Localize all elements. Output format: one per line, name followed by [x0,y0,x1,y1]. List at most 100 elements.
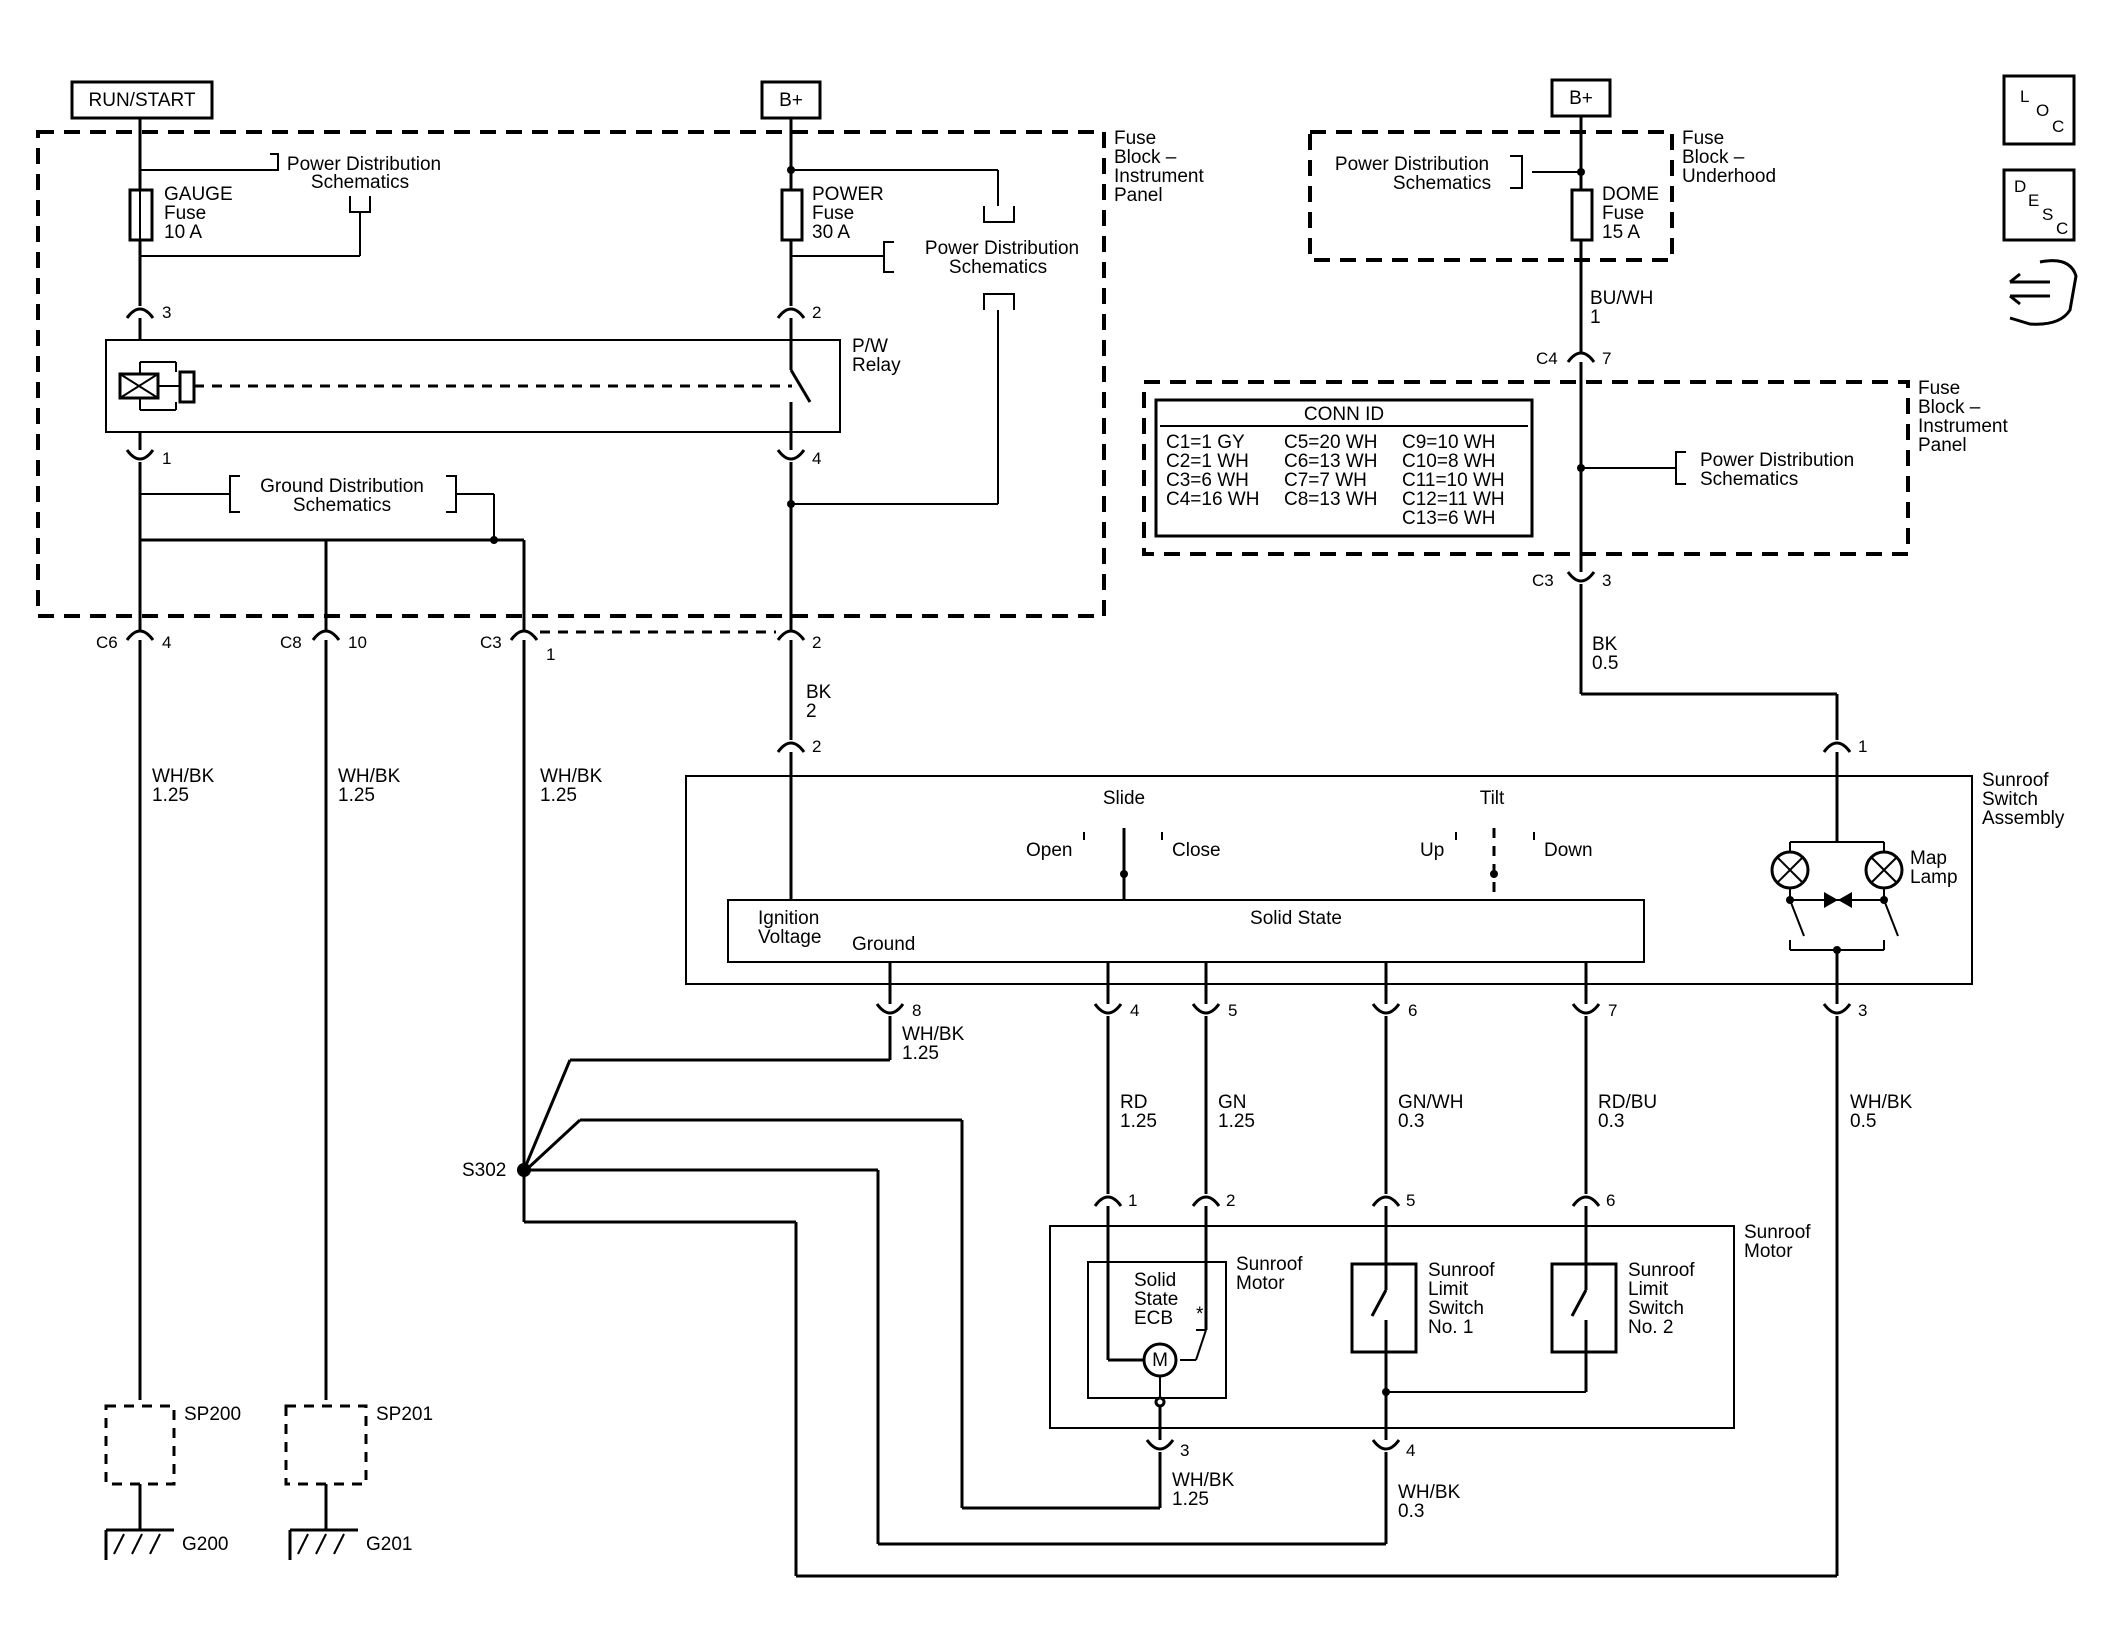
svg-text:C5=20 WH: C5=20 WH [1284,432,1377,453]
map-lamp-right-icon [1864,850,1904,890]
svg-text:C: C [2056,219,2068,238]
svg-text:Switch: Switch [1628,1298,1684,1319]
svg-text:3: 3 [162,303,171,322]
svg-text:15 A: 15 A [1602,222,1640,243]
svg-text:Ignition: Ignition [758,908,819,929]
svg-text:Lamp: Lamp [1910,867,1958,888]
svg-text:2: 2 [1226,1191,1235,1210]
description-icon[interactable]: D E S C [2002,168,2076,242]
svg-text:30 A: 30 A [812,222,850,243]
svg-text:10 A: 10 A [164,222,202,243]
svg-text:1: 1 [1590,307,1601,328]
power-fuse-label: POWER Fuse 30 A [812,184,884,243]
svg-text:Map: Map [1910,848,1947,869]
svg-text:Fuse: Fuse [1918,378,1960,399]
location-icon[interactable]: L O C [2002,74,2076,146]
svg-text:Block –: Block – [1114,147,1177,168]
svg-text:10: 10 [348,633,367,652]
g200-ground-icon: G200 [104,1528,228,1560]
hand-pointer-icon[interactable] [2009,259,2078,326]
svg-text:1.25: 1.25 [540,785,577,806]
svg-text:C2=1 WH: C2=1 WH [1166,451,1249,472]
svg-text:POWER: POWER [812,184,884,205]
svg-text:6: 6 [1606,1191,1615,1210]
fuse-block-ip-boundary [36,130,1106,618]
svg-text:C9=10 WH: C9=10 WH [1402,432,1495,453]
power-fuse [780,188,804,242]
wire-label-whbk-sw8: WH/BK 1.25 [902,1024,965,1064]
svg-text:BK: BK [806,682,832,703]
svg-text:RD: RD [1120,1092,1147,1113]
svg-text:2: 2 [812,303,821,322]
svg-text:E: E [2028,191,2039,210]
wire-label-gnwh: GN/WH 0.3 [1398,1092,1463,1132]
svg-text:Up: Up [1420,840,1444,861]
svg-text:4: 4 [1130,1001,1139,1020]
svg-text:WH/BK: WH/BK [1172,1470,1235,1491]
svg-text:0.3: 0.3 [1398,1501,1424,1522]
sp201-splice-pack [284,1404,368,1486]
pds-label-3: Power Distribution Schematics [1335,154,1491,194]
svg-text:CONN ID: CONN ID [1304,404,1384,425]
svg-text:C1=1 GY: C1=1 GY [1166,432,1245,453]
s302-splice [517,1163,531,1177]
svg-text:C4: C4 [1536,349,1558,368]
svg-text:GN: GN [1218,1092,1247,1113]
svg-text:WH/BK: WH/BK [1850,1092,1913,1113]
svg-text:Ground Distribution: Ground Distribution [260,476,424,497]
svg-text:Fuse: Fuse [812,203,854,224]
switch-assembly-label: Sunroof Switch Assembly [1982,770,2065,829]
svg-text:SP200: SP200 [184,1404,241,1425]
svg-text:C10=8 WH: C10=8 WH [1402,451,1495,472]
svg-text:Panel: Panel [1114,185,1163,206]
svg-text:C8=13 WH: C8=13 WH [1284,489,1377,510]
svg-text:WH/BK: WH/BK [540,766,603,787]
wire-label-buwh: BU/WH 1 [1590,288,1653,328]
svg-text:Motor: Motor [1744,1241,1793,1262]
svg-text:GN/WH: GN/WH [1398,1092,1463,1113]
svg-text:C11=10 WH: C11=10 WH [1402,470,1505,491]
svg-text:Schematics: Schematics [293,495,391,516]
pds-label-4: Power Distribution Schematics [1700,450,1854,490]
svg-text:Voltage: Voltage [758,927,821,948]
svg-text:Underhood: Underhood [1682,166,1776,187]
svg-text:C4=16 WH: C4=16 WH [1166,489,1259,510]
map-lamp-label: Map Lamp [1910,848,1958,888]
svg-text:0.5: 0.5 [1592,653,1618,674]
wire-label-whbk05: WH/BK 0.5 [1850,1092,1913,1132]
svg-text:4: 4 [1406,1441,1415,1460]
svg-text:1: 1 [162,449,171,468]
svg-text:WH/BK: WH/BK [152,766,215,787]
svg-text:BK: BK [1592,634,1618,655]
wire-label-whbk-m4: WH/BK 0.3 [1398,1482,1461,1522]
svg-text:Down: Down [1544,840,1593,861]
svg-text:1: 1 [1858,737,1867,756]
pw-relay-label: P/W Relay [852,336,901,376]
svg-text:Sunroof: Sunroof [1744,1222,1811,1243]
svg-text:1.25: 1.25 [902,1043,939,1064]
svg-text:S: S [2042,205,2053,224]
svg-text:Solid: Solid [1134,1270,1176,1291]
motor-icon: M [1142,1342,1178,1378]
svg-text:C: C [2052,117,2064,136]
svg-text:Power Distribution: Power Distribution [1335,154,1489,175]
svg-text:3: 3 [1180,1441,1189,1460]
svg-text:2: 2 [806,701,817,722]
svg-text:2: 2 [812,633,821,652]
svg-text:1.25: 1.25 [338,785,375,806]
svg-text:Block –: Block – [1918,397,1981,418]
svg-text:P/W: P/W [852,336,888,357]
svg-text:4: 4 [812,449,821,468]
svg-text:Schematics: Schematics [311,172,409,193]
svg-text:Fuse: Fuse [164,203,206,224]
svg-text:State: State [1134,1289,1178,1310]
conn-id-table: CONN ID C1=1 GY C2=1 WH C3=6 WH C4=16 WH… [1154,398,1534,538]
svg-text:3: 3 [1858,1001,1867,1020]
svg-text:GAUGE: GAUGE [164,184,233,205]
svg-text:6: 6 [1408,1001,1417,1020]
svg-text:Switch: Switch [1982,789,2038,810]
svg-text:RUN/START: RUN/START [89,90,196,111]
bplus-source-1: B+ [760,80,822,120]
svg-text:Block –: Block – [1682,147,1745,168]
